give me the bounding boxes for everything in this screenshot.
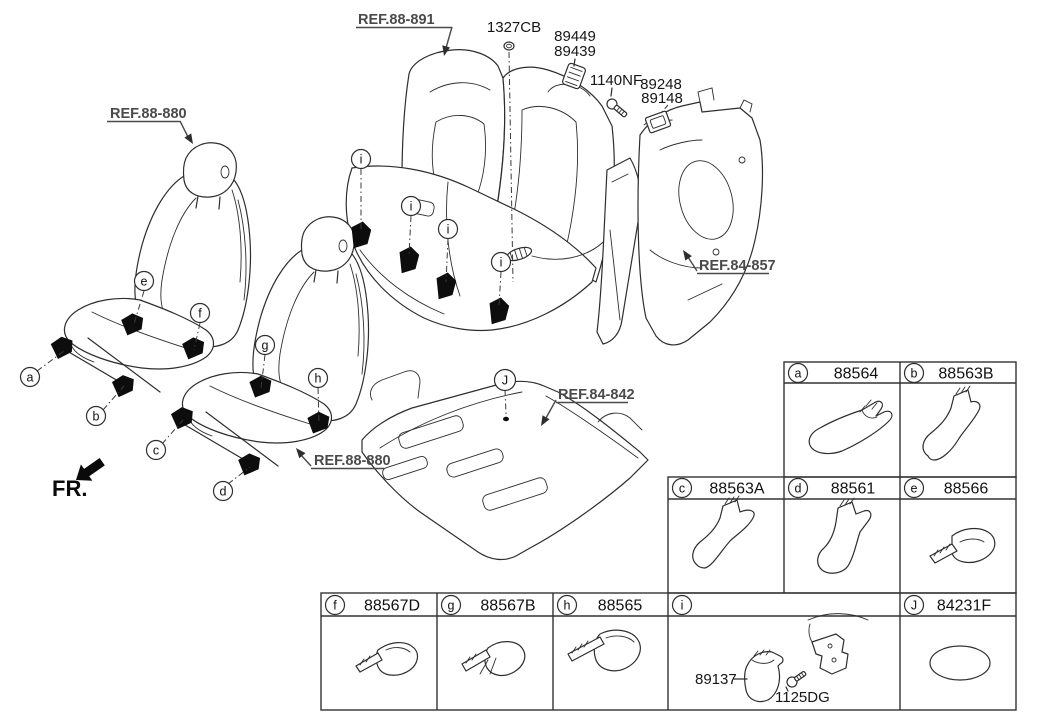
callout-i3-circle bbox=[437, 218, 459, 240]
cell-d-letter: d bbox=[795, 482, 802, 496]
callout-i2-circle bbox=[400, 195, 422, 217]
part-image-88563A bbox=[692, 495, 755, 569]
ref-pointers bbox=[107, 26, 769, 470]
parts-table: a 88564 b 88563B c 88563A d 88561 e 8856… bbox=[320, 361, 1017, 711]
diagram-labels: REF.88-891 REF.88-880 REF.88-880 REF.84-… bbox=[52, 12, 776, 501]
callout-h: h bbox=[315, 372, 322, 386]
diagram-callouts: a b c d e f g h i i i i J bbox=[19, 148, 517, 502]
cell-i-letter: i bbox=[681, 599, 684, 613]
callout-b: b bbox=[93, 410, 100, 424]
callout-i3: i bbox=[447, 223, 450, 237]
part-image-88561 bbox=[817, 497, 872, 574]
callout-e-circle bbox=[133, 270, 155, 292]
ref-84-857-label: REF.84-857 bbox=[699, 258, 776, 274]
callout-i1-circle bbox=[350, 148, 372, 170]
quarter-trim-panel bbox=[596, 87, 764, 346]
callout-f-circle bbox=[189, 302, 211, 324]
cell-a-letter: a bbox=[795, 367, 802, 381]
callout-h-circle bbox=[307, 367, 329, 389]
cell-i-cover-label: 89137 bbox=[695, 671, 737, 688]
rear-bench-seat bbox=[345, 49, 615, 332]
ref-88-880-front-label: REF.88-880 bbox=[110, 106, 187, 122]
callout-g: g bbox=[262, 339, 269, 353]
part-image-88565 bbox=[567, 629, 641, 672]
cell-h-header: h 88565 bbox=[556, 594, 643, 616]
part-89248-label: 89248 bbox=[640, 76, 682, 93]
callout-g-circle bbox=[254, 334, 276, 356]
cell-j-part: 84231F bbox=[937, 598, 991, 615]
part-image-88567D bbox=[355, 642, 419, 676]
ref-88-880-rear-label: REF.88-880 bbox=[314, 453, 391, 469]
cell-e-part: 88566 bbox=[944, 481, 989, 498]
cell-c-letter: c bbox=[679, 482, 685, 496]
floor-hole-plug bbox=[503, 416, 509, 422]
cell-f-header: f 88567D bbox=[324, 594, 420, 616]
part-image-88567B bbox=[461, 641, 526, 677]
part-89449-label: 89449 bbox=[554, 28, 596, 45]
nut-1327cb bbox=[503, 41, 515, 51]
cell-g-part: 88567B bbox=[480, 598, 535, 615]
striker-89248 bbox=[643, 110, 673, 134]
callout-c: c bbox=[153, 444, 159, 458]
callout-i1: i bbox=[360, 153, 363, 167]
callout-i4: i bbox=[500, 256, 503, 270]
bolt-1140nf bbox=[606, 98, 628, 118]
part-1140nf-label: 1140NF bbox=[590, 72, 642, 89]
leader-lines bbox=[36, 51, 669, 485]
cell-d-part: 88561 bbox=[831, 481, 876, 498]
cell-f-letter: f bbox=[333, 599, 337, 613]
cell-j-header: J 84231F bbox=[903, 594, 991, 616]
cell-b-part: 88563B bbox=[938, 366, 993, 383]
callout-a: a bbox=[27, 371, 34, 385]
callout-d-circle bbox=[212, 480, 234, 502]
cell-d-header: d 88561 bbox=[787, 477, 876, 499]
cell-b-header: b 88563B bbox=[903, 362, 994, 384]
callout-b-circle bbox=[85, 405, 107, 427]
fr-label: FR. bbox=[52, 476, 87, 501]
cell-f-part: 88567D bbox=[364, 598, 420, 615]
callout-d: d bbox=[220, 485, 227, 499]
cell-i-screw-label: 1125DG bbox=[775, 689, 830, 706]
cell-c-header: c 88563A bbox=[671, 477, 765, 499]
cell-b-letter: b bbox=[911, 367, 918, 381]
part-1327cb-label: 1327CB bbox=[487, 19, 541, 36]
pad-89449 bbox=[562, 62, 586, 90]
cell-e-letter: e bbox=[911, 482, 918, 496]
part-89439-label: 89439 bbox=[554, 43, 596, 60]
cell-j-letter: J bbox=[911, 599, 917, 613]
ref-88-891-label: REF.88-891 bbox=[358, 12, 435, 28]
part-image-88564 bbox=[808, 399, 893, 455]
callout-f: f bbox=[198, 307, 202, 321]
cell-i-header: i bbox=[671, 594, 693, 616]
callout-j-circle bbox=[493, 368, 517, 392]
callout-i2: i bbox=[410, 200, 413, 214]
cell-c-part: 88563A bbox=[709, 481, 764, 498]
callout-j: J bbox=[502, 374, 508, 388]
part-image-88566 bbox=[929, 527, 996, 564]
cell-h-part: 88565 bbox=[598, 598, 643, 615]
cell-a-header: a 88564 bbox=[787, 362, 879, 384]
cell-g-letter: g bbox=[448, 599, 455, 613]
part-image-89137-assembly: 89137 1125DG bbox=[695, 613, 869, 706]
callout-c-circle bbox=[145, 439, 167, 461]
nut-1327cb-inner bbox=[506, 43, 512, 49]
cell-a-part: 88564 bbox=[834, 366, 879, 383]
cell-g-header: g 88567B bbox=[440, 594, 536, 616]
fr-direction-arrow bbox=[76, 457, 105, 481]
part-image-88563B bbox=[922, 385, 981, 461]
part-89148-label: 89148 bbox=[641, 90, 683, 107]
front-seat-left bbox=[61, 142, 252, 393]
ref-84-842-label: REF.84-842 bbox=[558, 387, 635, 403]
callout-a-circle bbox=[19, 366, 41, 388]
callout-i4-circle bbox=[490, 251, 512, 273]
cell-e-header: e 88566 bbox=[903, 477, 989, 499]
callout-e: e bbox=[141, 275, 148, 289]
cell-h-letter: h bbox=[564, 599, 571, 613]
part-image-84231F bbox=[929, 645, 991, 681]
